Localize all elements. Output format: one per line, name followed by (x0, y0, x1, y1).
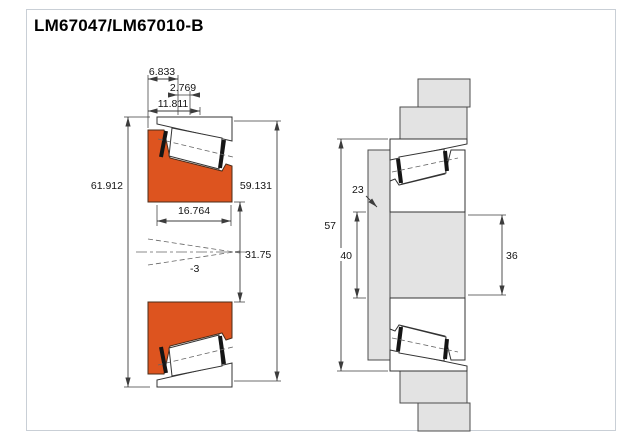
roller-axis-line (391, 157, 459, 173)
cup-lower (156, 362, 233, 388)
dim-label-bore-diameter: 31.75 (245, 249, 271, 261)
leader-line-shoulder (365, 195, 378, 208)
dim-label-width-c: 11.811 (158, 98, 189, 110)
left-section-view (136, 116, 250, 388)
housing-top (399, 106, 468, 140)
cage-mark (443, 338, 449, 360)
cone-lower-right-view (389, 297, 466, 361)
dim-label-width-a: 6.833 (149, 66, 175, 78)
dim-label-housing-diameter: 57 (324, 220, 336, 232)
cage-mark (443, 150, 449, 172)
roller-axis-line (391, 337, 459, 353)
dim-label-width-b: 2.769 (170, 82, 196, 94)
cage-mark (159, 130, 168, 158)
dim-label-cup-diameter: 59.131 (240, 180, 272, 192)
roller-lower (168, 334, 223, 377)
housing-top-outer (417, 78, 471, 108)
cage-mark (159, 346, 168, 374)
dim-label-taper-angle: -3 (190, 263, 199, 275)
right-view-dimensions (337, 138, 506, 372)
cup-upper (156, 116, 233, 142)
housing-bottom (399, 370, 468, 404)
drawing-title: LM67047/LM67010-B (34, 16, 204, 35)
taper-line (147, 238, 241, 254)
dim-label-housing-bore: 36 (506, 250, 518, 262)
housing-bottom-outer (417, 402, 471, 432)
roller-axis-line (157, 138, 234, 158)
roller-axis-line (157, 346, 234, 366)
dim-label-outer-diameter: 61.912 (91, 180, 123, 192)
dim-label-shoulder: 23 (352, 184, 364, 196)
roller-upper (168, 127, 223, 170)
cage-mark (396, 158, 403, 184)
drawing-frame (26, 9, 616, 431)
dimension-labels: 6.833 2.769 11.811 61.912 59.131 16.764 … (91, 66, 518, 275)
dim-label-shaft-diameter: 40 (340, 250, 352, 262)
left-view-dimensions (124, 75, 281, 388)
label-halo (337, 248, 354, 261)
dim-label-cone-width: 16.764 (178, 205, 210, 217)
cage-mark (396, 326, 403, 352)
right-mounting-view (367, 78, 471, 432)
cone-upper-right-view (389, 149, 466, 213)
shaft-shoulder (367, 149, 391, 361)
